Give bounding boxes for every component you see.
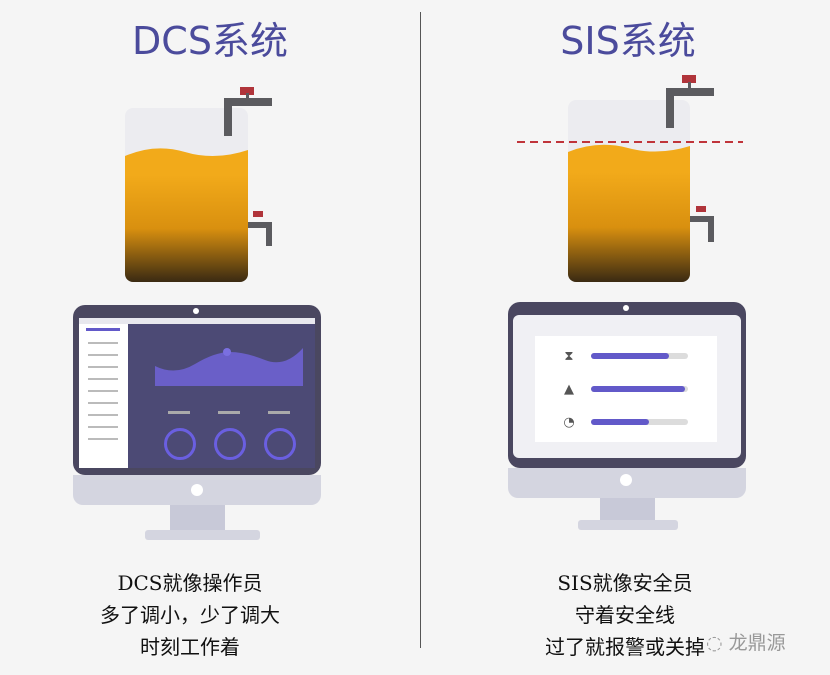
dcs-caption: DCS就像操作员 多了调小，少了调大 时刻工作着	[30, 567, 350, 663]
caption-line: 时刻工作着	[140, 635, 240, 659]
caption-line: 多了调小，少了调大	[100, 603, 280, 627]
sis-caption: SIS就像安全员 守着安全线 过了就报警或关掉	[465, 567, 785, 663]
progress-fill	[591, 353, 669, 359]
hourglass-icon: ⧗	[564, 349, 574, 364]
divider	[420, 12, 421, 648]
progress-fill	[591, 419, 650, 425]
watermark: ◌ 龙鼎源	[706, 628, 786, 655]
watermark-text: 龙鼎源	[728, 632, 786, 654]
progress-fill	[591, 386, 686, 392]
gauge-icon: ◔	[563, 415, 575, 430]
sis-title: SIS系统	[560, 19, 696, 63]
wave-chart	[155, 348, 303, 386]
caption-line: 守着安全线	[575, 603, 675, 627]
safety-line	[517, 141, 743, 143]
rocket-icon: ▲	[564, 382, 574, 397]
dcs-title: DCS系统	[132, 19, 288, 63]
caption-line: 过了就报警或关掉	[545, 635, 705, 659]
caption-line: DCS就像操作员	[117, 571, 263, 595]
wechat-icon: ◌	[706, 632, 723, 654]
caption-line: SIS就像安全员	[557, 571, 693, 595]
